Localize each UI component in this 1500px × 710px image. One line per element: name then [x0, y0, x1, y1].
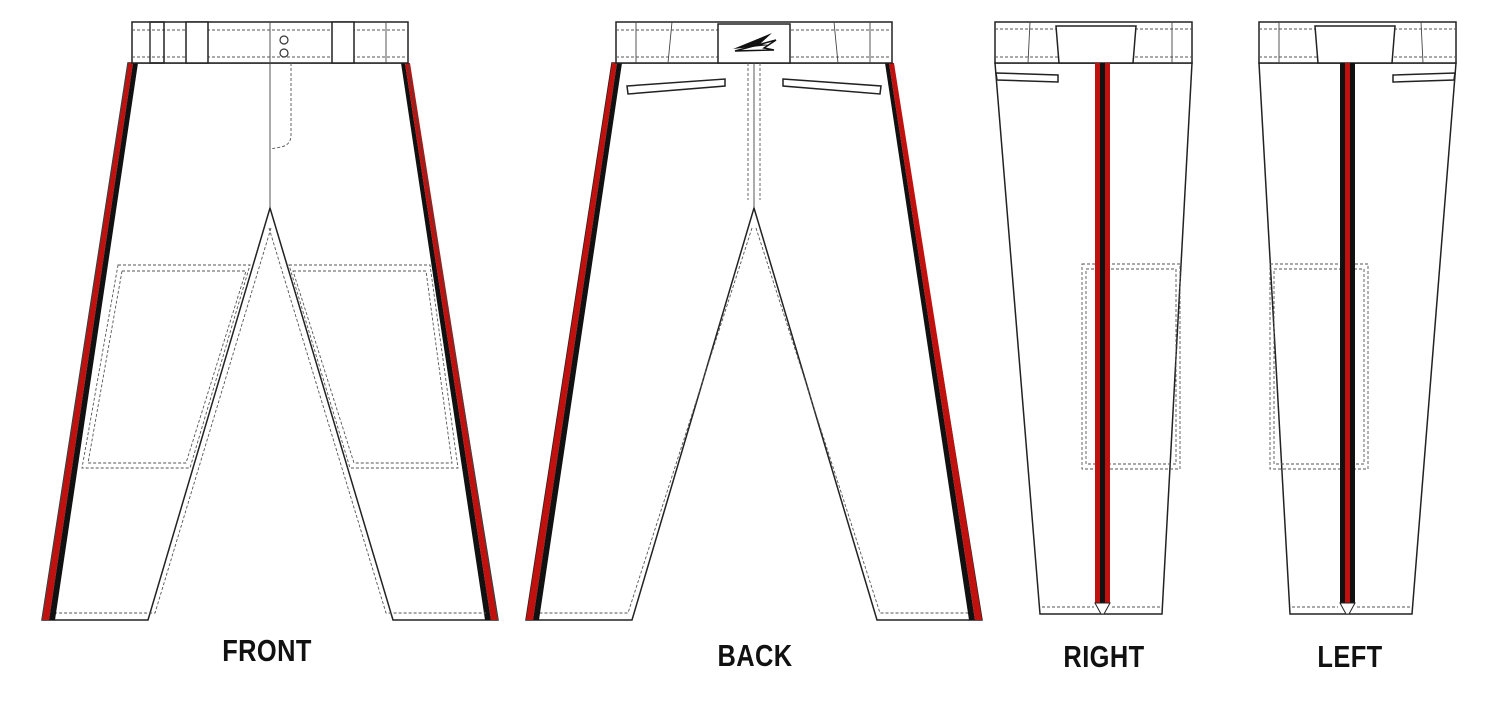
- right-belt-loop: [1055, 25, 1137, 64]
- left-stripe-red: [1345, 63, 1350, 603]
- right-side-pocket: [995, 72, 1059, 83]
- back-right-stripe-black: [885, 63, 975, 620]
- back-left-stripe-black: [533, 63, 622, 620]
- front-view-label: FRONT: [222, 633, 312, 668]
- right-view: [994, 21, 1193, 615]
- front-view: [41, 21, 499, 621]
- back-view: [525, 21, 983, 621]
- front-button: [279, 48, 289, 58]
- left-view-label: LEFT: [1317, 639, 1383, 674]
- left-stripe-black: [1350, 63, 1355, 603]
- back-view-label: BACK: [717, 638, 793, 673]
- right-stripe-black: [1100, 63, 1105, 603]
- right-stripe-red: [1105, 63, 1110, 603]
- back-left-pocket: [626, 78, 726, 95]
- front-belt-loop: [331, 21, 355, 64]
- front-right-stripe-black: [401, 63, 491, 620]
- back-left-stripe-red: [526, 63, 617, 620]
- left-belt-loop: [1314, 25, 1396, 64]
- front-button: [279, 35, 289, 45]
- right-knee-patch: [1081, 263, 1181, 470]
- left-view: [1258, 21, 1457, 615]
- front-left-stripe-red: [42, 63, 133, 620]
- right-view-label: RIGHT: [1063, 639, 1145, 674]
- front-left-knee-patch: [81, 264, 251, 469]
- front-belt-loop: [149, 21, 165, 64]
- left-side-pocket: [1392, 72, 1456, 83]
- left-pants-body: [1258, 62, 1457, 615]
- right-pants-body: [994, 62, 1193, 615]
- left-stripe-black: [1340, 63, 1345, 603]
- front-left-stripe-black: [49, 63, 138, 620]
- front-belt-loop: [185, 21, 209, 64]
- front-right-stripe-red: [405, 63, 498, 620]
- left-knee-patch: [1269, 263, 1369, 470]
- right-stripe-red: [1095, 63, 1100, 603]
- back-right-stripe-red: [889, 63, 982, 620]
- front-fly-stitch: [269, 63, 292, 150]
- brand-logo-icon: [733, 33, 777, 52]
- back-right-pocket: [782, 78, 882, 95]
- front-right-knee-patch: [288, 264, 459, 469]
